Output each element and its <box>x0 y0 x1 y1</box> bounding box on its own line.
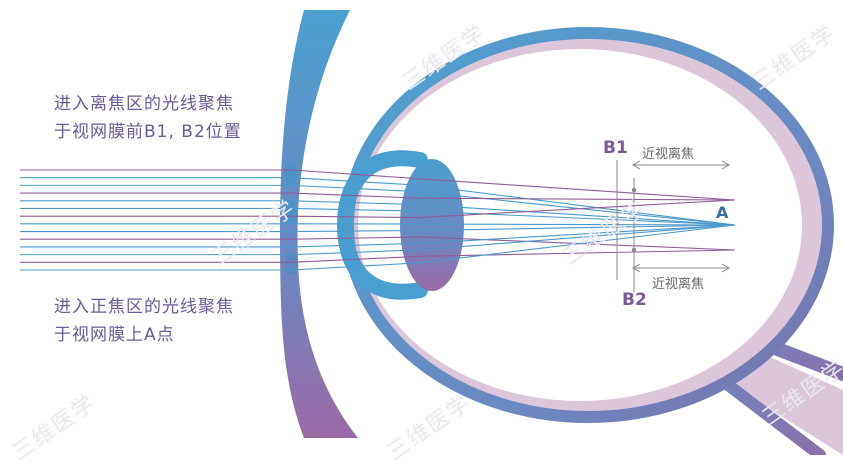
eye-illustration: B1 B2 A 近视离焦 近视离焦 <box>20 10 843 455</box>
b-point-bottom <box>631 247 637 253</box>
focus-ray <box>20 224 736 248</box>
defocus-ray <box>20 192 736 201</box>
focus-ray <box>20 223 736 226</box>
caption-defocus: 进入离焦区的光线聚焦 于视网膜前B1, B2位置 <box>54 90 242 146</box>
cornea <box>336 150 428 300</box>
b-point-top <box>631 187 637 193</box>
defocus-ray <box>20 249 736 263</box>
label-b2: B2 <box>622 290 647 310</box>
label-a: A <box>716 203 729 222</box>
focus-ray <box>20 207 736 226</box>
focus-ray <box>20 224 736 233</box>
label-defocus-top: 近视离焦 <box>642 146 694 162</box>
spectacle-lens <box>280 10 358 438</box>
caption-defocus-line2: 于视网膜前B1, B2位置 <box>54 122 242 142</box>
defocus-ray <box>20 199 736 219</box>
light-rays <box>20 169 736 271</box>
caption-defocus-line1: 进入离焦区的光线聚焦 <box>54 94 234 114</box>
label-b1: B1 <box>603 138 628 158</box>
caption-focus-line2: 于视网膜上A点 <box>54 325 175 345</box>
focus-ray <box>20 224 736 256</box>
focus-ray <box>20 200 736 226</box>
eye-diagram: B1 B2 A 近视离焦 近视离焦 进入离焦区的光线聚焦 于视网膜前B1, B2… <box>8 10 843 466</box>
b1-point <box>614 222 620 228</box>
caption-focus-line1: 进入正焦区的光线聚焦 <box>54 297 234 317</box>
defocus-ridges <box>285 163 297 275</box>
caption-focus: 进入正焦区的光线聚焦 于视网膜上A点 <box>54 293 234 349</box>
label-defocus-bottom: 近视离焦 <box>652 276 704 292</box>
focus-ray <box>20 177 736 226</box>
focus-ray <box>20 224 736 271</box>
defocus-ray <box>20 169 736 201</box>
focus-markers <box>614 160 731 292</box>
crystalline-lens <box>400 159 464 291</box>
